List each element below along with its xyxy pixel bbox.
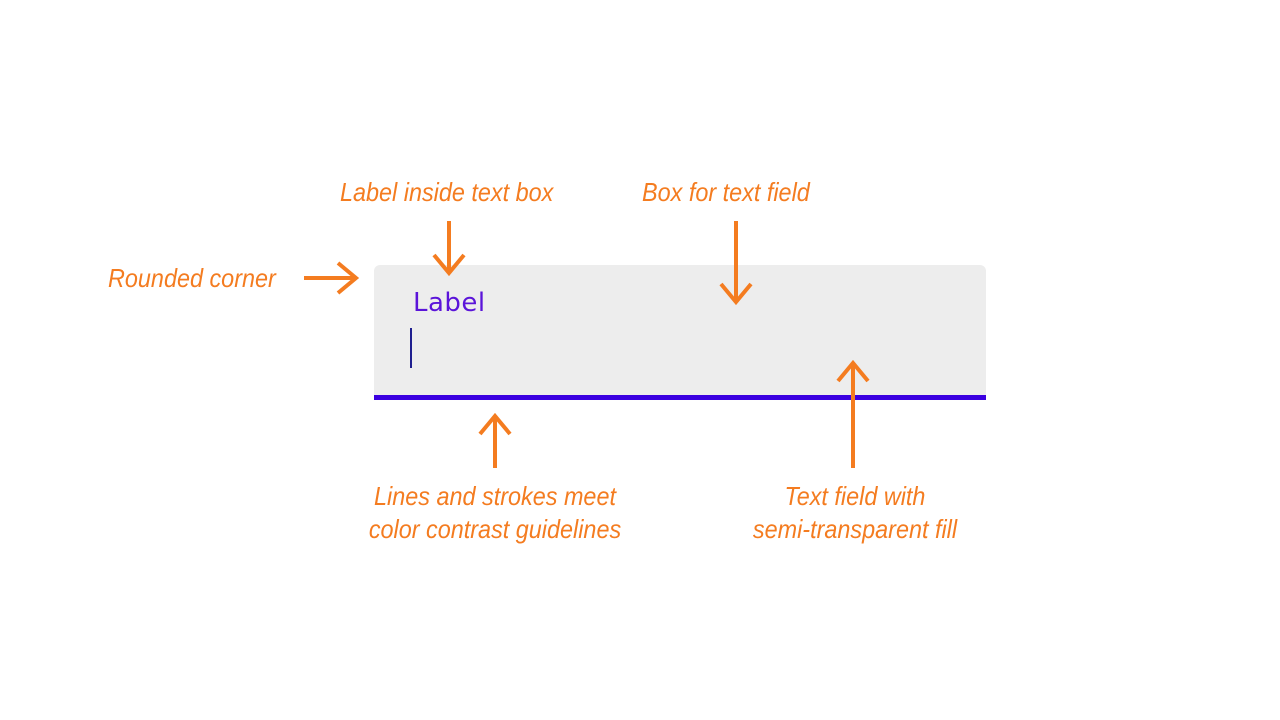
annotation-text: Rounded corner xyxy=(108,263,276,293)
filled-text-field[interactable] xyxy=(374,265,986,395)
annotation-semi-transparent-fill: Text field with semi-transparent fill xyxy=(743,480,968,546)
annotation-rounded-corner: Rounded corner xyxy=(108,262,276,295)
arrow-right-icon xyxy=(304,261,360,295)
text-field-label: Label xyxy=(413,288,486,318)
annotation-text-line-1: Text field with xyxy=(784,481,926,511)
annotation-lines-and-strokes: Lines and strokes meet color contrast gu… xyxy=(360,480,630,546)
annotation-box-for-text-field: Box for text field xyxy=(642,176,810,209)
annotation-text-line-2: semi-transparent fill xyxy=(752,514,958,544)
annotation-text: Box for text field xyxy=(642,177,810,207)
arrow-up-icon xyxy=(478,412,512,468)
text-field-active-indicator xyxy=(374,395,986,400)
text-cursor xyxy=(410,328,412,368)
annotation-text: Label inside text box xyxy=(340,177,554,207)
annotation-text-line-1: Lines and strokes meet xyxy=(374,481,616,511)
annotation-text-line-2: color contrast guidelines xyxy=(368,514,622,544)
annotation-label-inside-text-box: Label inside text box xyxy=(340,176,553,209)
